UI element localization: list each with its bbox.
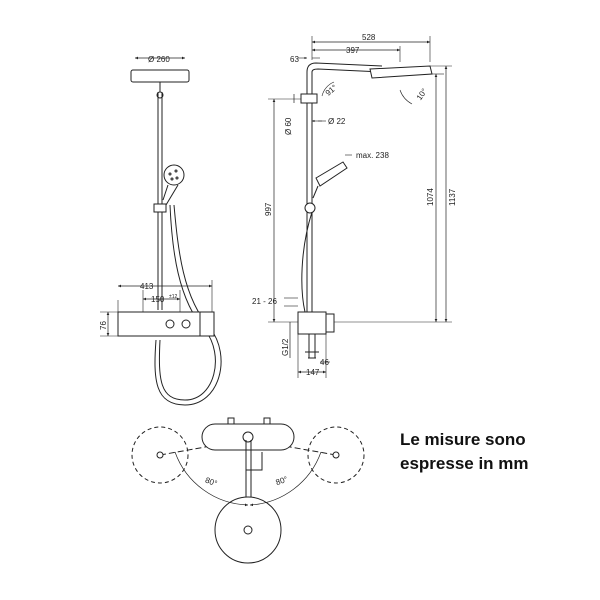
dim-angle-left: 80° [204,476,218,489]
dim-150: 150 [151,295,165,304]
side-arm [306,62,383,73]
head-rotation-right [307,426,365,484]
side-shower-head [369,65,433,79]
dim-1137: 1137 [448,188,457,206]
dim-g12: G1/2 [281,338,290,356]
side-hand-shower [315,161,348,187]
top-view [131,417,365,564]
front-hose [158,204,216,401]
dim-147: 147 [306,368,320,377]
measurement-note: Le misure sono espresse in mm [400,428,590,476]
front-hand-shower [163,164,185,186]
dim-413: 413 [140,282,154,291]
dim-angle-10: 10° [415,87,429,102]
dim-21-26: 21 - 26 [252,297,277,306]
side-slider [304,202,316,214]
front-shower-head [130,69,190,83]
dim-pipe-22: Ø 22 [328,117,346,126]
front-view [100,56,222,406]
front-slider [153,203,167,213]
dim-528: 528 [362,33,376,42]
dim-head-diameter: Ø 260 [148,55,170,64]
dim-pipe-60: Ø 60 [284,117,293,135]
note-line-2: espresse in mm [400,454,529,473]
dim-63: 63 [290,55,299,64]
head-rotation-left [131,426,189,484]
dim-angle-right: 80° [275,475,289,488]
dim-76: 76 [99,321,108,330]
side-view [268,36,452,378]
dim-max-238: max. 238 [356,151,389,160]
side-thermostat [297,311,327,335]
dim-1074: 1074 [426,188,435,206]
dim-997: 997 [264,202,273,216]
dim-angle-91: 91° [324,83,339,98]
side-hose [301,211,313,313]
dim-46: 46 [320,358,329,367]
dim-397: 397 [346,46,360,55]
note-line-1: Le misure sono [400,430,526,449]
dim-150-tolerance: ±12 [169,294,178,300]
